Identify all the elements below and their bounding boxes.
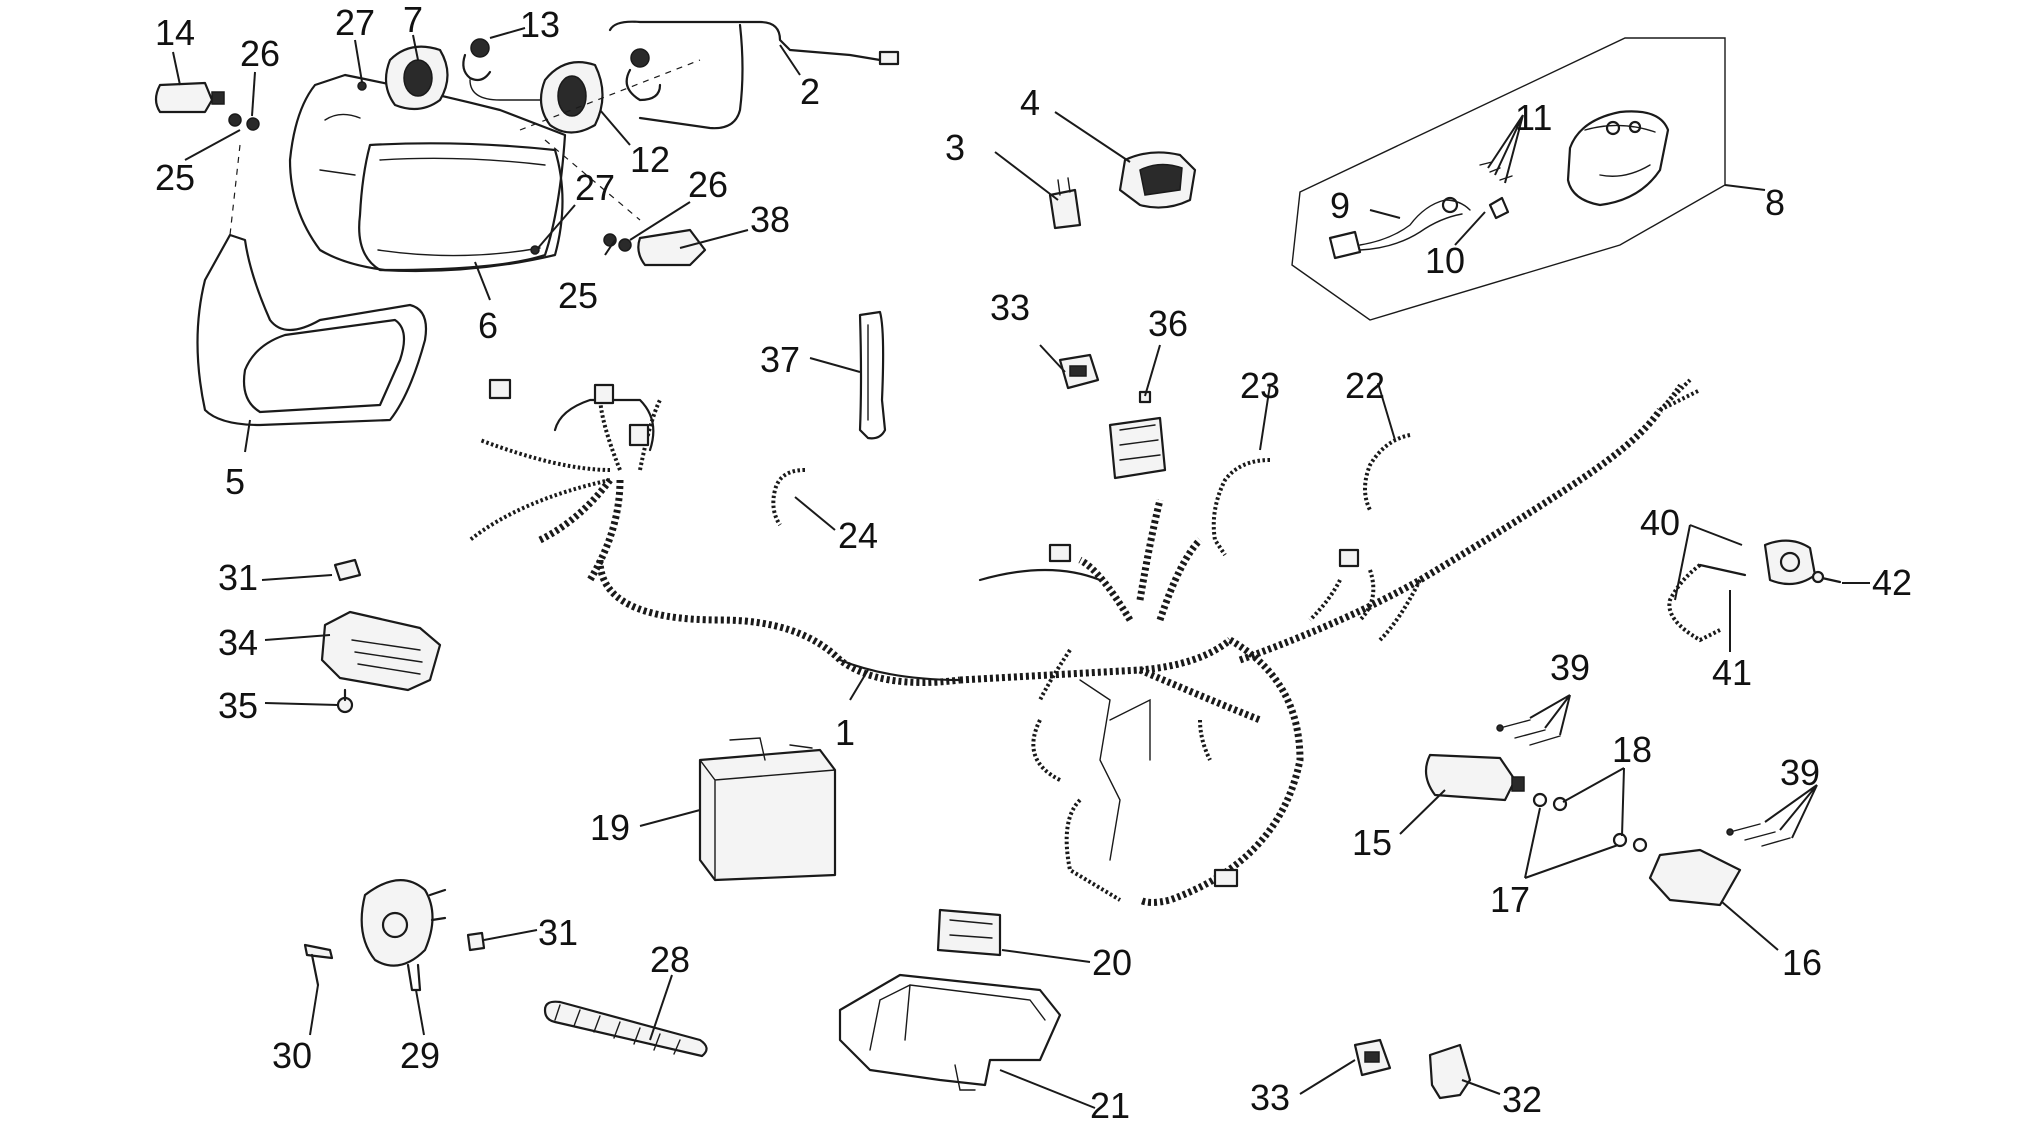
part-13-bulb (462, 38, 662, 102)
part-12-bulb-socket (539, 61, 604, 134)
callout-14: 14 (155, 12, 195, 53)
callout-36: 36 (1148, 303, 1188, 344)
callout-39: 39 (1550, 647, 1590, 688)
callout-25: 25 (558, 275, 598, 316)
callout-10: 10 (1425, 240, 1465, 281)
washers-17-18 (1532, 792, 1648, 853)
part-33-relay-b (1353, 1038, 1392, 1077)
part-5-headlight-cover (196, 233, 428, 427)
part-19-battery (698, 737, 837, 882)
callout-33: 33 (1250, 1077, 1290, 1118)
part-21-battery-tray (838, 973, 1062, 1091)
callout-41: 41 (1712, 652, 1752, 693)
callout-31: 31 (538, 912, 578, 953)
part-39-bulbs (1496, 719, 1791, 847)
callout-5: 5 (225, 461, 245, 502)
part-31-clip-b (466, 931, 486, 952)
callout-19: 19 (590, 807, 630, 848)
callout-11: 11 (1515, 97, 1552, 138)
callout-35: 35 (218, 685, 258, 726)
callout-37: 37 (760, 339, 800, 380)
callout-8: 8 (1765, 182, 1785, 223)
part-4-relay-holder (1118, 151, 1197, 209)
callout-26: 26 (688, 164, 728, 205)
part-24-cable (771, 468, 806, 527)
leader-lines (172, 27, 1870, 1109)
callout-23: 23 (1240, 365, 1280, 406)
part-22-cable (1363, 433, 1411, 511)
callout-28: 28 (650, 939, 690, 980)
callout-labels: 14 27 7 13 26 2 25 12 27 26 38 6 25 5 4 … (155, 0, 1912, 1122)
callout-18: 18 (1612, 729, 1652, 770)
callout-17: 17 (1490, 879, 1530, 920)
callout-6: 6 (478, 305, 498, 346)
callout-34: 34 (218, 622, 258, 663)
washers-25-26 (228, 81, 632, 255)
callout-27: 27 (335, 2, 375, 43)
callout-12: 12 (630, 139, 670, 180)
callout-26: 26 (240, 33, 280, 74)
callout-30: 30 (272, 1035, 312, 1076)
part-3-relay (1048, 177, 1082, 230)
part-37-strap (858, 310, 887, 440)
callout-21: 21 (1090, 1085, 1130, 1122)
part-29-horn (360, 879, 447, 992)
callout-38: 38 (750, 199, 790, 240)
part-6-headlight-housing (288, 73, 567, 273)
part-33-relay (1058, 353, 1100, 390)
part-32-relay (1428, 1043, 1472, 1100)
callout-15: 15 (1352, 822, 1392, 863)
part-15-turn-signal (1424, 753, 1525, 802)
callout-33: 33 (990, 287, 1030, 328)
callout-31: 31 (218, 557, 258, 598)
callout-32: 32 (1502, 1079, 1542, 1120)
part-14-turn-signal (154, 81, 225, 114)
callout-16: 16 (1782, 942, 1822, 983)
callout-4: 4 (1020, 82, 1040, 123)
part-1-main-harness (468, 378, 1701, 906)
callout-29: 29 (400, 1035, 440, 1076)
callout-25: 25 (155, 157, 195, 198)
callout-24: 24 (838, 515, 878, 556)
part-35-screw (336, 688, 354, 714)
callout-1: 1 (835, 712, 855, 753)
part-31-clip (333, 558, 362, 582)
callout-42: 42 (1872, 562, 1912, 603)
part-34-regulator (320, 610, 442, 692)
callout-2: 2 (800, 71, 820, 112)
callout-7: 7 (403, 0, 423, 40)
callout-9: 9 (1330, 185, 1350, 226)
part-30-bolt (303, 943, 334, 987)
callout-40: 40 (1640, 502, 1680, 543)
callout-13: 13 (520, 4, 560, 45)
part-2-headlight-wiring (469, 20, 900, 130)
part-20-fuse (936, 908, 1002, 957)
part-23-cable (1211, 458, 1271, 557)
callout-39: 39 (1780, 752, 1820, 793)
part-40-horn-sensor (1667, 539, 1817, 643)
callout-3: 3 (945, 127, 965, 168)
callout-22: 22 (1345, 365, 1385, 406)
callout-20: 20 (1092, 942, 1132, 983)
part-36-fuse-box (1108, 390, 1167, 480)
part-16-turn-signal (1648, 848, 1742, 907)
callout-27: 27 (575, 167, 615, 208)
part-38-turn-signal (637, 228, 707, 267)
part-8-instrument-panel (1291, 37, 1726, 321)
part-28-spring-sleeve (543, 1000, 708, 1058)
part-42-bolt (1811, 570, 1842, 584)
